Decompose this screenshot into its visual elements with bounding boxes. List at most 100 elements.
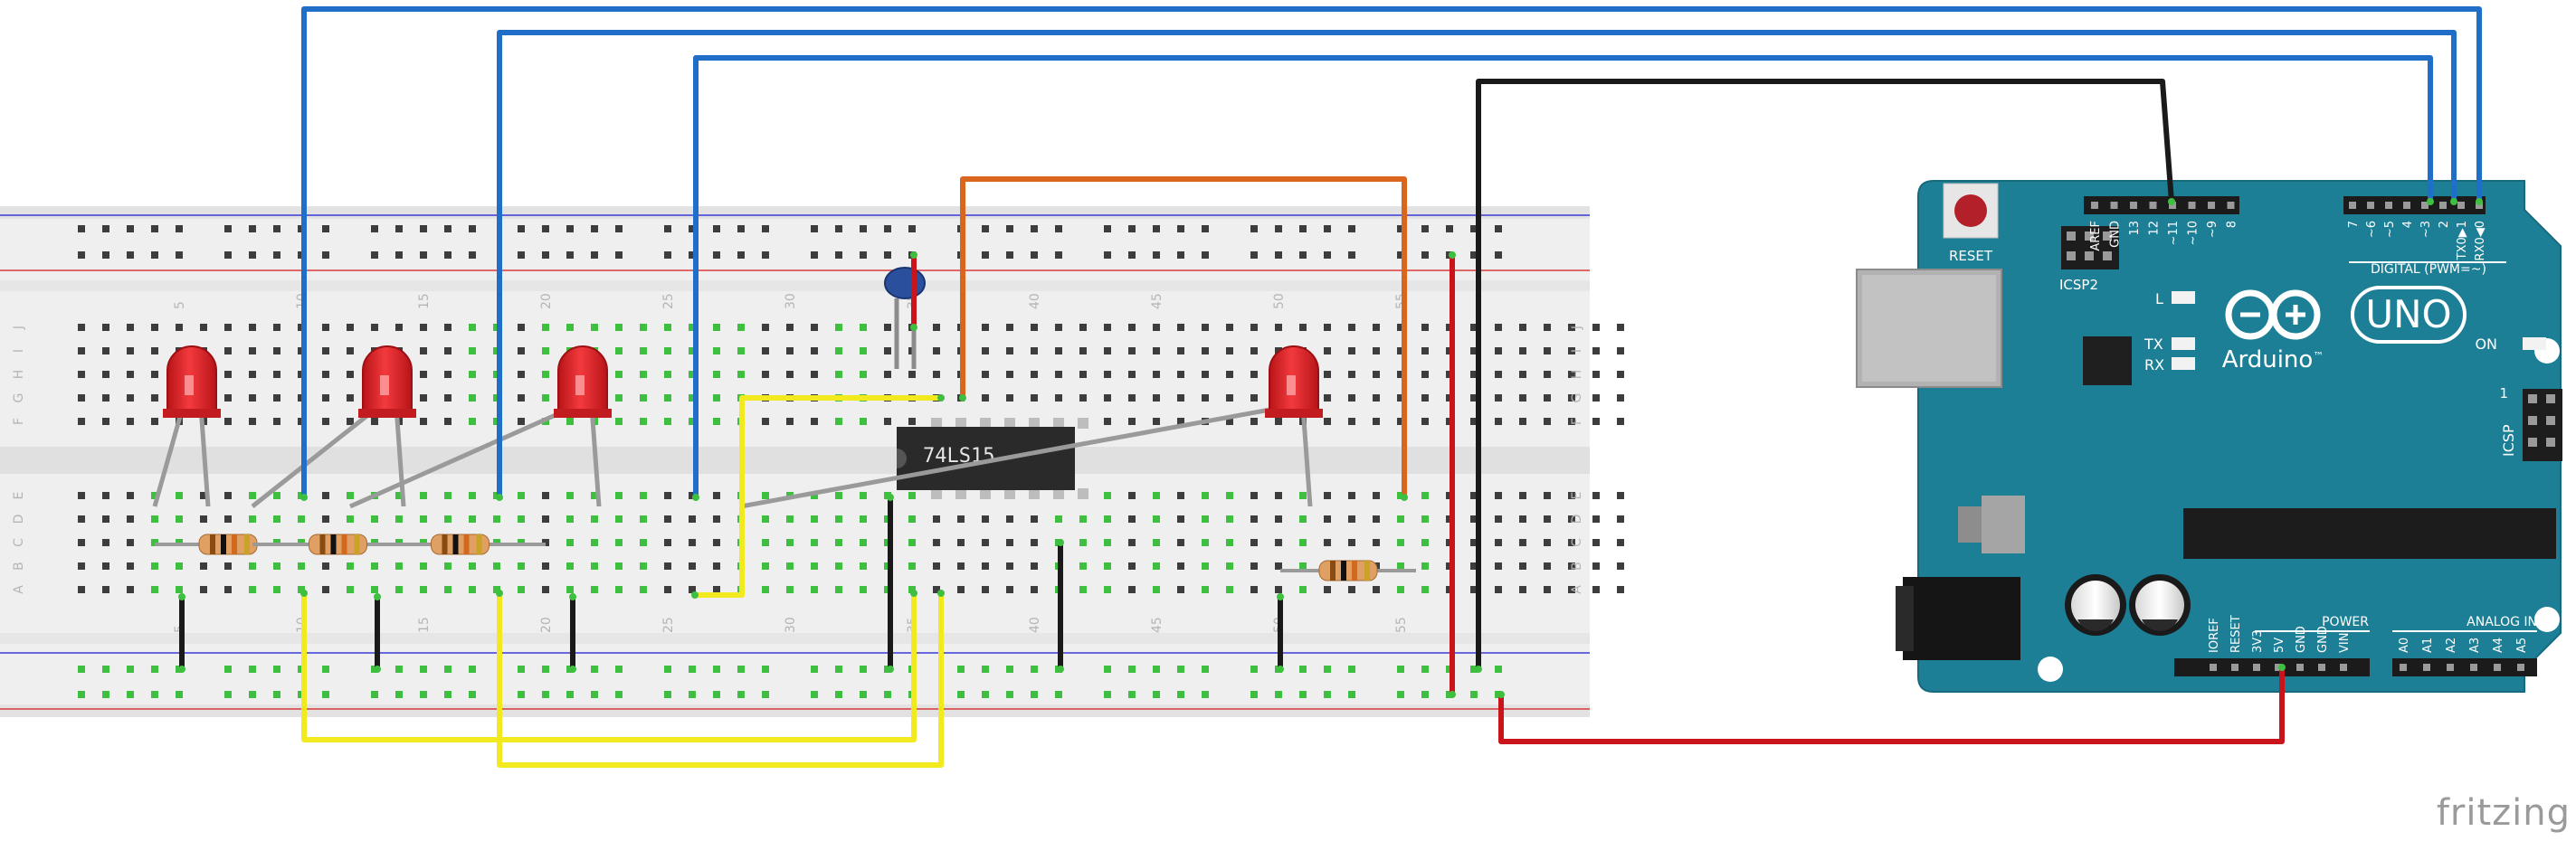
- analog-label: ANALOG IN: [2467, 615, 2537, 629]
- power-rail-hole: [884, 691, 891, 698]
- led-leg: [394, 406, 406, 507]
- led-leg: [589, 406, 602, 507]
- column-number: 30: [784, 293, 798, 309]
- breadboard-hole: [1079, 562, 1087, 570]
- breadboard-hole: [1153, 347, 1160, 354]
- breadboard-hole: [1617, 418, 1624, 425]
- breadboard-hole: [1592, 324, 1600, 331]
- pin-label: 2: [2438, 221, 2451, 228]
- breadboard-hole: [127, 324, 134, 331]
- breadboard-hole: [102, 515, 109, 523]
- power-rail-hole: [102, 225, 109, 232]
- breadboard-hole: [566, 539, 574, 546]
- breadboard-hole: [1470, 539, 1478, 546]
- resistor-band: [232, 534, 237, 554]
- breadboard-hole: [1348, 418, 1355, 425]
- led-highlight: [185, 375, 194, 395]
- pin-label: 3V3: [2251, 630, 2265, 653]
- resistor: [252, 534, 423, 555]
- reset-button[interactable]: [1954, 194, 1987, 227]
- breadboard-hole: [1079, 539, 1087, 546]
- breadboard-hole: [78, 371, 85, 378]
- power-rail-hole: [444, 666, 452, 673]
- header-pin: [2296, 664, 2304, 671]
- breadboard-hole: [762, 562, 769, 570]
- breadboard-hole: [1250, 347, 1258, 354]
- breadboard-hole: [689, 586, 696, 593]
- power-rail-hole: [78, 251, 85, 259]
- breadboard-hole: [1568, 418, 1575, 425]
- breadboard-hole: [1397, 539, 1404, 546]
- breadboard-hole: [469, 492, 476, 499]
- breadboard-hole: [322, 371, 329, 378]
- breadboard-hole: [591, 492, 598, 499]
- breadboard-hole: [1348, 324, 1355, 331]
- wire-end: [691, 591, 699, 599]
- pin-label: VIN: [2338, 633, 2352, 653]
- tx-label: TX: [2143, 335, 2163, 353]
- breadboard-hole: [1299, 515, 1307, 523]
- power-label: POWER: [2322, 615, 2369, 629]
- led-leg: [740, 404, 1286, 509]
- power-rail-hole: [737, 691, 745, 698]
- breadboard-hole: [1299, 539, 1307, 546]
- power-rail-hole: [420, 251, 427, 259]
- column-number: 40: [1028, 293, 1042, 309]
- led-leg: [1300, 406, 1313, 507]
- breadboard-hole: [1397, 515, 1404, 523]
- power-rail-hole: [224, 691, 232, 698]
- breadboard-hole: [249, 515, 256, 523]
- pin-label: 12: [2148, 221, 2162, 236]
- power-rail-hole: [957, 691, 965, 698]
- breadboard-hole: [1153, 394, 1160, 402]
- breadboard-hole: [982, 515, 989, 523]
- breadboard-hole: [249, 324, 256, 331]
- breadboard-hole: [298, 515, 305, 523]
- pin-label: A4: [2492, 638, 2505, 653]
- icsp2-header: [2061, 226, 2119, 269]
- power-rail-hole: [395, 691, 403, 698]
- led-leg: [152, 406, 185, 507]
- breadboard-hole: [444, 324, 452, 331]
- power-rail-hole: [860, 225, 867, 232]
- header-pin: [2403, 202, 2410, 209]
- breadboard-hole: [420, 371, 427, 378]
- power-rail-hole: [1202, 691, 1209, 698]
- wire-end: [2427, 198, 2434, 205]
- row-letter: C: [1570, 538, 1584, 547]
- breadboard-hole: [615, 539, 623, 546]
- column-number: 45: [1150, 617, 1164, 633]
- breadboard-hole: [762, 586, 769, 593]
- breadboard-hole: [1104, 586, 1111, 593]
- power-rail-hole: [737, 666, 745, 673]
- pin-label: A1: [2421, 638, 2435, 653]
- power-rail-hole: [713, 691, 720, 698]
- breadboard-hole: [420, 515, 427, 523]
- resistor-band: [476, 534, 482, 554]
- power-rail-hole: [1299, 225, 1307, 232]
- power-rail-hole: [273, 251, 280, 259]
- wire-blue-pin3: [497, 30, 2457, 500]
- ic-pin: [931, 418, 942, 429]
- resistor-band: [1341, 561, 1346, 581]
- breadboard-hole: [664, 586, 671, 593]
- power-rail-hole: [1324, 691, 1331, 698]
- power-rail-hole: [542, 666, 549, 673]
- breadboard-hole: [664, 492, 671, 499]
- breadboard-hole: [102, 371, 109, 378]
- header-pin: [2400, 664, 2407, 671]
- breadboard-hole: [1421, 539, 1429, 546]
- breadboard-hole: [1421, 418, 1429, 425]
- wire-end: [1475, 666, 1482, 673]
- breadboard-hole: [664, 347, 671, 354]
- breadboard-hole: [444, 418, 452, 425]
- power-rail-hole: [1299, 691, 1307, 698]
- breadboard-hole: [469, 324, 476, 331]
- breadboard-hole: [224, 562, 232, 570]
- breadboard-hole: [371, 418, 378, 425]
- pin-label: 7: [2347, 221, 2361, 228]
- breadboard-hole: [591, 562, 598, 570]
- wire-end: [2168, 198, 2175, 205]
- power-rail-hole: [957, 666, 965, 673]
- power-rail-hole: [1128, 251, 1136, 259]
